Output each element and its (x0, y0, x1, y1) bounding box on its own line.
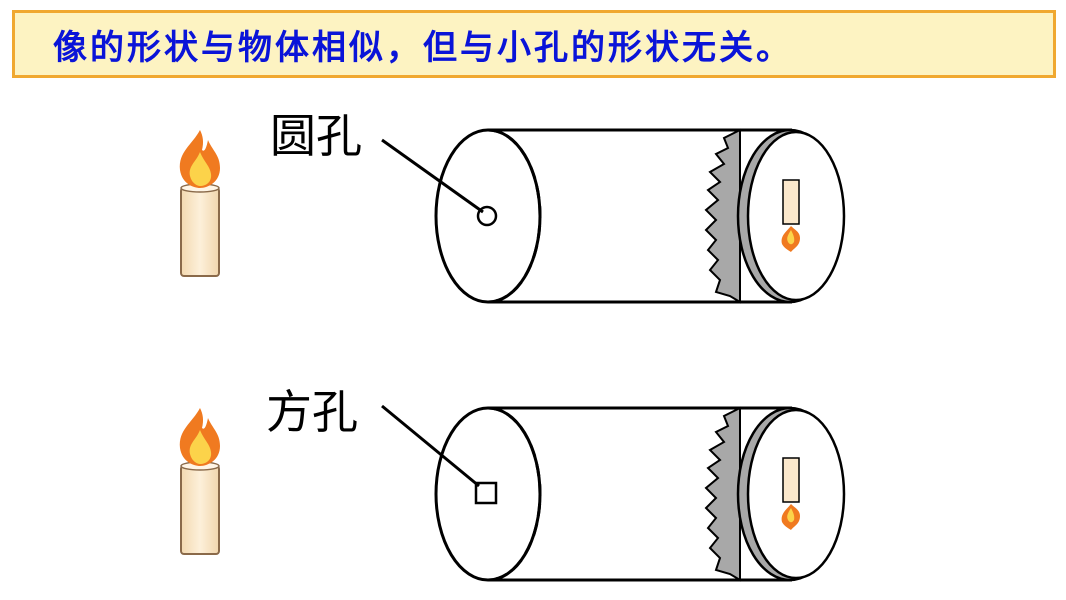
round-hole-label: 圆孔 (270, 109, 362, 163)
candle-icon (179, 130, 220, 277)
conclusion-banner: 像的形状与物体相似，但与小孔的形状无关。 (12, 10, 1056, 78)
setup-square-hole: 方孔 (179, 385, 846, 582)
setup-round-hole: 圆孔 (179, 109, 846, 304)
conclusion-text: 像的形状与物体相似，但与小孔的形状无关。 (53, 27, 793, 68)
square-hole (474, 481, 498, 505)
image-screen (704, 406, 846, 582)
inverted-candle-image (781, 457, 800, 530)
inverted-candle-image (781, 179, 800, 252)
square-hole-label: 方孔 (266, 385, 358, 439)
image-screen (704, 128, 846, 304)
candle-icon (179, 408, 220, 555)
label-leader-line (381, 138, 484, 214)
label-leader-line (381, 404, 480, 488)
